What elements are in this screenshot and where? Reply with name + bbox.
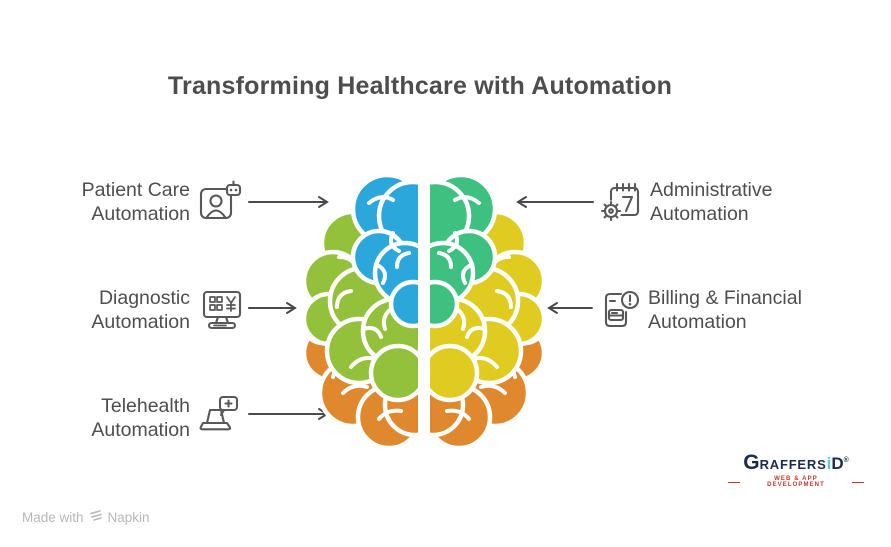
- label-line: Diagnostic: [98, 287, 190, 309]
- label-telehealth: Telehealth Automation: [30, 394, 190, 442]
- label-line: Automation: [91, 419, 190, 441]
- label-line: Administrative: [650, 179, 773, 201]
- graffersid-logo: G RAFFERS i D ® WEB & APP DEVELOPMENT: [728, 451, 864, 488]
- label-patient-care: Patient Care Automation: [30, 178, 190, 226]
- tagline-text: WEB & APP DEVELOPMENT: [767, 476, 825, 488]
- logo-letters-raffers: RAFFERS: [759, 457, 827, 472]
- patient-care-robot-icon: [196, 180, 244, 224]
- diagnostic-monitor-icon: [198, 288, 246, 332]
- label-line: Telehealth: [101, 395, 190, 417]
- arrow-billing-to-brain: [546, 300, 594, 321]
- brain-illustration: [303, 161, 545, 456]
- label-billing-financial: Billing & Financial Automation: [648, 286, 858, 334]
- arrow-administrative-to-brain: [515, 194, 595, 215]
- invoice-alert-icon: [594, 288, 642, 332]
- calendar-gear-icon: [598, 180, 646, 224]
- logo-letter-g: G: [743, 451, 760, 474]
- made-with-text: Made with: [22, 509, 84, 525]
- tagline-dash-right: [852, 481, 864, 483]
- label-line: Automation: [648, 311, 747, 333]
- brain-right-hemisphere: [401, 175, 545, 448]
- made-with-napkin[interactable]: Made with Napkin: [22, 509, 150, 525]
- napkin-icon: [89, 509, 103, 525]
- graffersid-wordmark: G RAFFERS i D ®: [728, 451, 864, 475]
- label-line: Patient Care: [81, 179, 190, 201]
- logo-letter-d: D: [831, 454, 844, 473]
- label-diagnostic: Diagnostic Automation: [30, 286, 190, 334]
- telehealth-laptop-chat-icon: [196, 394, 244, 438]
- logo-letter-i: i: [826, 454, 832, 473]
- label-line: Automation: [91, 311, 190, 333]
- label-line: Automation: [650, 203, 749, 225]
- tagline-dash-left: [728, 481, 740, 483]
- page-title: Transforming Healthcare with Automation: [167, 72, 673, 100]
- registered-trademark-symbol: ®: [843, 457, 849, 464]
- brain-left-hemisphere: [303, 175, 447, 448]
- arrow-diagnostic-to-brain: [248, 300, 300, 321]
- label-line: Automation: [91, 203, 190, 225]
- logo-tagline: WEB & APP DEVELOPMENT: [728, 476, 864, 488]
- napkin-brand-text: Napkin: [107, 509, 150, 525]
- label-administrative: Administrative Automation: [650, 178, 860, 226]
- arrow-patient-care-to-brain: [248, 194, 332, 215]
- label-line: Billing & Financial: [648, 287, 802, 309]
